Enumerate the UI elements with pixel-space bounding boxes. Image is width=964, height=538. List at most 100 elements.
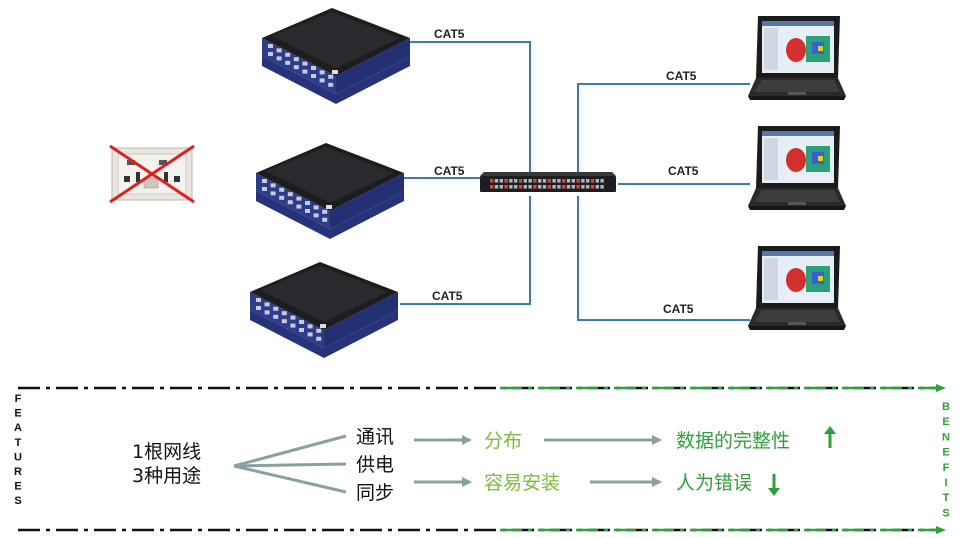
port-icon bbox=[279, 195, 285, 200]
switch-port bbox=[533, 185, 537, 189]
port-icon bbox=[290, 323, 296, 328]
use-sync: 同步 bbox=[356, 482, 394, 504]
power-outlet-crossed-icon bbox=[109, 144, 195, 204]
logo-icon bbox=[326, 205, 332, 209]
benefit-distributed: 分布 bbox=[484, 430, 522, 452]
port-icon bbox=[296, 196, 302, 201]
port-icon bbox=[319, 78, 325, 83]
switch-port bbox=[595, 185, 599, 189]
arrow-down-icon bbox=[768, 474, 780, 496]
switch-port bbox=[523, 179, 527, 183]
switch-port bbox=[557, 185, 561, 189]
port-icon bbox=[287, 192, 293, 197]
data-acquisition-unit-3 bbox=[250, 262, 398, 358]
switch-port bbox=[509, 179, 513, 183]
switch-port bbox=[586, 179, 590, 183]
switch-port bbox=[504, 179, 508, 183]
switch-port bbox=[576, 179, 580, 183]
one-cable-text: 1根网线 bbox=[132, 441, 201, 463]
port-icon bbox=[262, 179, 267, 183]
port-icon bbox=[256, 306, 261, 310]
benefits-vertical-letter: E bbox=[942, 416, 949, 428]
data-acquisition-unit-2 bbox=[256, 143, 404, 239]
benefits-vertical-letter: E bbox=[942, 447, 949, 459]
benefits-vertical-letter: I bbox=[944, 477, 947, 489]
result-human-error: 人为错误 bbox=[676, 472, 752, 494]
use-power: 供电 bbox=[356, 454, 394, 476]
switch-port bbox=[490, 179, 494, 183]
port-icon bbox=[279, 187, 285, 192]
port-icon bbox=[296, 204, 302, 209]
laptop-1 bbox=[748, 16, 846, 100]
port-icon bbox=[281, 311, 287, 316]
port-icon bbox=[276, 48, 282, 53]
port-icon bbox=[293, 65, 299, 70]
port-icon bbox=[285, 60, 291, 65]
port-icon bbox=[316, 336, 322, 341]
benefits-vertical-letter: F bbox=[943, 462, 950, 474]
cable-links bbox=[400, 41, 750, 321]
switch-port bbox=[552, 185, 556, 189]
link-device-1 bbox=[408, 41, 531, 176]
switch-port bbox=[542, 185, 547, 189]
switch-port bbox=[494, 185, 499, 189]
benefits-vertical-letter: N bbox=[942, 431, 950, 443]
switch-port bbox=[504, 185, 508, 189]
port-icon bbox=[311, 66, 316, 70]
link-laptop-3 bbox=[577, 196, 750, 321]
features-vertical-letter: R bbox=[14, 466, 22, 478]
switch-port bbox=[566, 185, 571, 189]
port-icon bbox=[276, 56, 282, 61]
port-icon bbox=[328, 74, 334, 79]
port-icon bbox=[319, 70, 325, 75]
switch-port bbox=[576, 185, 580, 189]
switch-port bbox=[590, 179, 595, 183]
port-icon bbox=[293, 57, 299, 62]
switch-port bbox=[571, 185, 575, 189]
cat5-label: CAT5 bbox=[432, 289, 463, 303]
port-icon bbox=[322, 209, 328, 214]
switch-port bbox=[590, 185, 595, 189]
switch-port bbox=[533, 179, 537, 183]
switch-port bbox=[528, 185, 532, 189]
switch-port bbox=[595, 179, 599, 183]
port-icon bbox=[299, 320, 304, 324]
cat5-label: CAT5 bbox=[434, 27, 465, 41]
port-icon bbox=[268, 44, 273, 48]
switch-port bbox=[547, 179, 551, 183]
switch-port bbox=[600, 179, 604, 183]
port-icon bbox=[270, 191, 276, 196]
port-icon bbox=[307, 332, 313, 337]
port-icon bbox=[285, 52, 291, 57]
port-icon bbox=[287, 200, 293, 205]
port-icon bbox=[307, 324, 313, 329]
switch-port bbox=[514, 185, 518, 189]
switch-port bbox=[538, 185, 542, 189]
port-icon bbox=[305, 209, 310, 213]
switch-port bbox=[586, 185, 590, 189]
port-icon bbox=[264, 310, 270, 315]
arrow-up-icon bbox=[824, 426, 836, 448]
port-icon bbox=[313, 205, 319, 210]
port-icon bbox=[273, 306, 279, 311]
switch-port bbox=[528, 179, 532, 183]
port-icon bbox=[302, 61, 308, 66]
benefits-vertical-letter: S bbox=[942, 507, 949, 519]
logo-icon bbox=[320, 324, 326, 328]
logo-icon bbox=[332, 70, 338, 74]
switch-port bbox=[518, 179, 523, 183]
port-icon bbox=[270, 183, 276, 188]
features-vertical-letter: F bbox=[15, 393, 22, 405]
features-vertical-letter: E bbox=[14, 408, 21, 420]
features-benefits-frame bbox=[18, 384, 946, 534]
laptop-2 bbox=[748, 126, 846, 210]
cat5-label: CAT5 bbox=[668, 164, 699, 178]
port-icon bbox=[313, 213, 319, 218]
port-icon bbox=[262, 187, 267, 191]
result-data-integrity: 数据的完整性 bbox=[676, 430, 790, 452]
switch-port bbox=[514, 179, 518, 183]
benefits-vertical-letter: B bbox=[942, 401, 950, 413]
switch-port bbox=[547, 185, 551, 189]
